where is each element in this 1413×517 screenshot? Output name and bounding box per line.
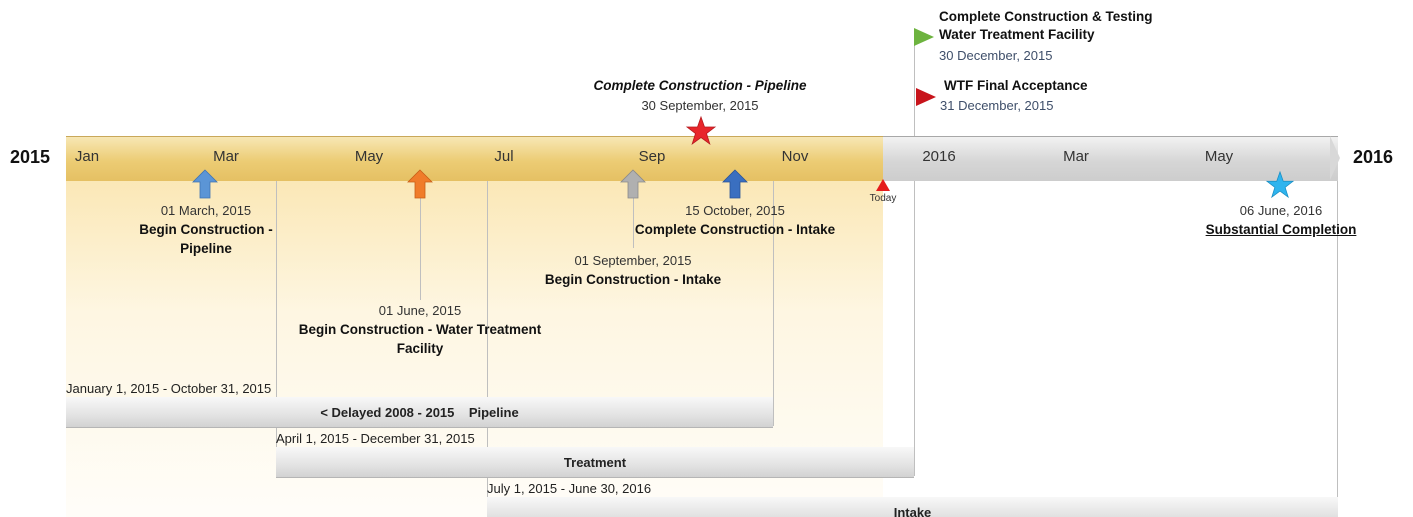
task-bar-label: Treatment [563, 454, 627, 470]
month-label: Mar [213, 148, 239, 165]
milestone-substantial-date: 06 June, 2016 [1239, 203, 1323, 218]
milestone-intake-begin-date: 01 September, 2015 [574, 253, 692, 268]
connector-line-intake-complete [773, 180, 774, 426]
red-star-icon [685, 115, 717, 146]
connector-line-intake-begin-2 [633, 196, 634, 248]
task-bar-intake: Intake [487, 497, 1338, 517]
timeline-bar-remaining [883, 136, 1338, 181]
green-flag-icon [914, 28, 934, 46]
task-intake-range: July 1, 2015 - June 30, 2016 [487, 481, 652, 496]
task-pipeline-range: January 1, 2015 - October 31, 2015 [66, 381, 272, 396]
today-label: Today [869, 193, 897, 204]
milestone-testing-complete-date: 30 December, 2015 [939, 48, 1053, 63]
timeline-bar-end-cap [1330, 136, 1340, 180]
task-bar-label: < Delayed 2008 - 2015 Pipeline [320, 404, 519, 420]
task-treatment-range: April 1, 2015 - December 31, 2015 [276, 431, 475, 446]
start-year-label: 2015 [10, 147, 51, 167]
milestone-intake-complete-date: 15 October, 2015 [685, 203, 785, 218]
milestone-wtf-begin-title-2: Facility [396, 341, 444, 356]
connector-line-end [1337, 180, 1338, 517]
milestone-substantial-title: Substantial Completion [1205, 222, 1357, 237]
month-label: Jul [494, 148, 514, 165]
milestone-pipeline-complete-date: 30 September, 2015 [641, 98, 759, 113]
connector-line-pipeline-begin [276, 180, 277, 476]
milestone-testing-complete-title-1: Complete Construction & Testing [939, 9, 1153, 24]
month-label: Sep [638, 148, 666, 165]
dark-blue-up-arrow-icon [722, 169, 748, 199]
milestone-pipeline-complete-title: Complete Construction - Pipeline [593, 78, 807, 93]
connector-line-intake-begin [487, 180, 488, 517]
gray-up-arrow-icon [620, 169, 646, 199]
month-label: Nov [781, 148, 809, 165]
month-label: 2016 [922, 148, 956, 165]
end-year-label: 2016 [1353, 147, 1394, 167]
milestone-intake-begin-title: Begin Construction - Intake [544, 272, 722, 287]
milestone-wtf-begin-date: 01 June, 2015 [378, 303, 462, 318]
month-label: Mar [1063, 148, 1089, 165]
today-triangle-icon [876, 179, 890, 191]
milestone-wtf-begin-title-1: Begin Construction - Water Treatment [298, 322, 542, 337]
red-flag-icon [916, 88, 936, 106]
month-label: May [1204, 148, 1234, 165]
connector-line-wtf-begin [420, 196, 421, 300]
milestone-pipeline-begin-title-1: Begin Construction - [139, 222, 273, 237]
milestone-pipeline-begin-title-2: Pipeline [180, 241, 232, 256]
task-bar-pipeline: < Delayed 2008 - 2015 Pipeline [66, 397, 773, 428]
orange-up-arrow-icon [407, 169, 433, 199]
milestone-wtf-acceptance-title: WTF Final Acceptance [944, 78, 1088, 93]
connector-line-wtf-flag [914, 40, 915, 476]
milestone-wtf-acceptance-date: 31 December, 2015 [940, 98, 1054, 113]
task-bar-label: Intake [893, 504, 932, 517]
timeline-bar-elapsed [66, 136, 883, 181]
blue-up-arrow-icon [192, 169, 218, 199]
month-label: Jan [74, 148, 100, 165]
task-bar-treatment: Treatment [276, 447, 914, 478]
milestone-intake-complete-title: Complete Construction - Intake [634, 222, 836, 237]
milestone-pipeline-begin-date: 01 March, 2015 [160, 203, 252, 218]
blue-star-icon [1265, 170, 1295, 199]
milestone-testing-complete-title-2: Water Treatment Facility [939, 27, 1095, 42]
month-label: May [354, 148, 384, 165]
